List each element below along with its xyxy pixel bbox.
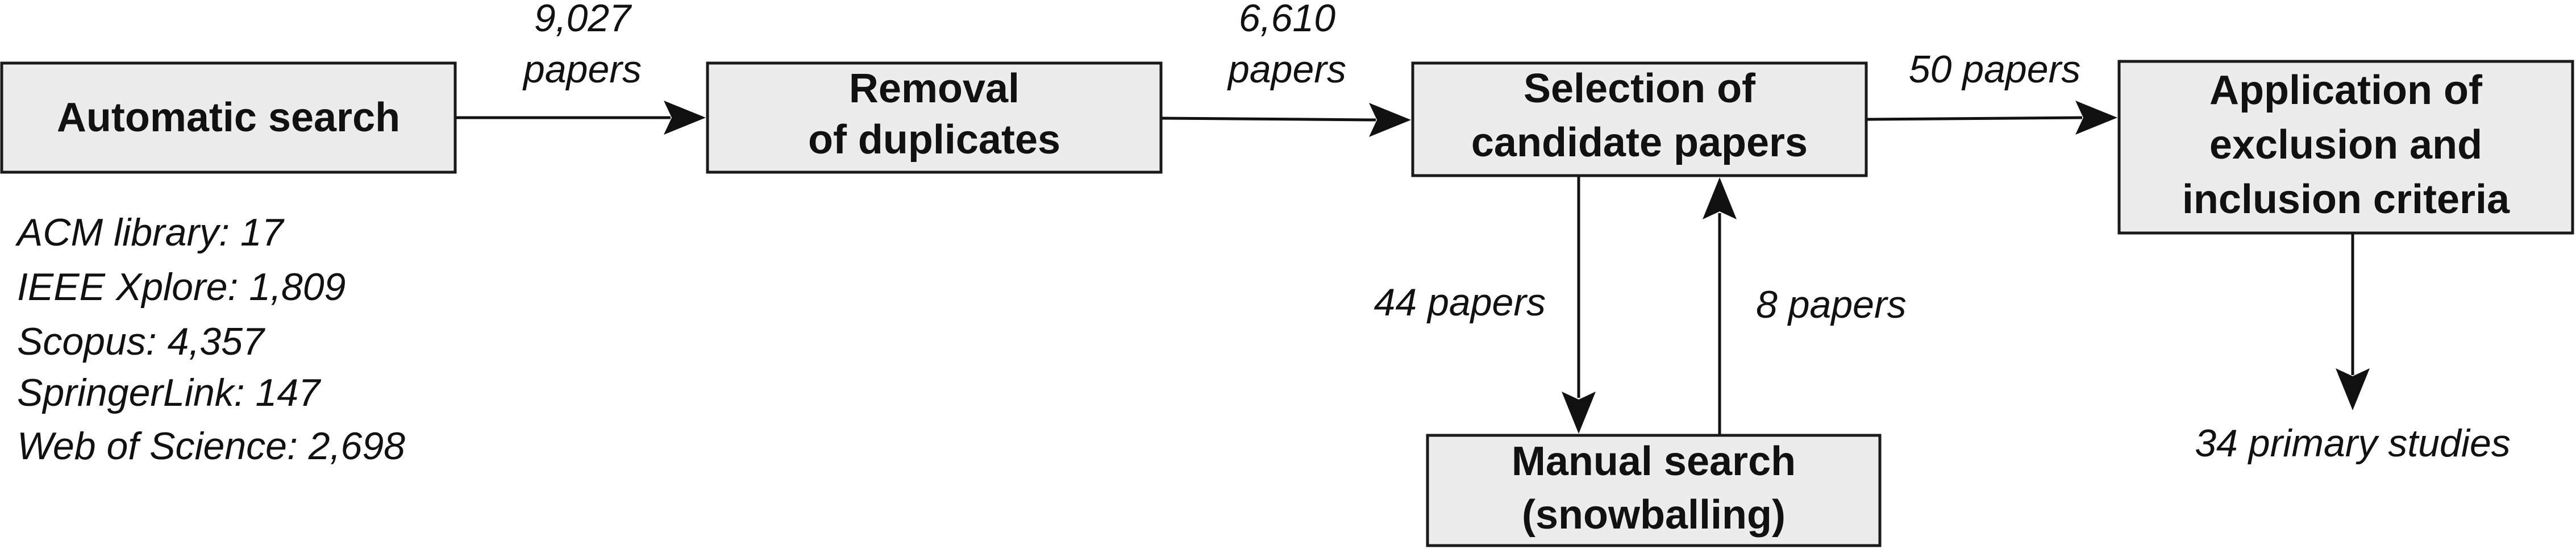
removal-duplicates-box: Removal of duplicates [706,61,1163,174]
edge-label-removal-to-selection-count: 6,610 [1239,0,1335,40]
arrow-removal-to-selection [1162,103,1411,137]
arrow-selection-to-application [1867,101,2117,135]
result-label-primary-studies: 34 primary studies [2195,422,2511,465]
arrow-auto-to-removal [456,101,706,135]
application-criteria-label-line2: exclusion and [2209,122,2482,168]
manual-search-label-line1: Manual search [1512,439,1796,484]
automatic-search-label: Automatic search [57,95,400,140]
removal-duplicates-label-line1: Removal [849,66,1019,111]
source-item-scopus: Scopus: 4,357 [17,320,265,363]
automatic-search-box: Automatic search [0,61,457,174]
application-criteria-label-line1: Application of [2209,68,2483,113]
arrow-selection-to-manual [1562,177,1596,434]
edge-label-manual-to-selection: 8 papers [1756,283,1907,326]
selection-candidates-box: Selection of candidate papers [1411,61,1868,177]
arrow-manual-to-selection [1703,177,1737,434]
source-item-acm: ACM library: 17 [15,211,285,254]
edge-label-auto-to-removal-unit: papers [522,48,642,91]
application-criteria-label-line3: inclusion criteria [2182,177,2510,222]
edge-label-auto-to-removal-count: 9,027 [534,0,632,40]
source-item-ieee: IEEE Xplore: 1,809 [17,265,346,309]
manual-search-box: Manual search (snowballing) [1426,434,1882,547]
selection-candidates-label-line1: Selection of [1524,66,1756,111]
application-criteria-box: Application of exclusion and inclusion c… [2117,60,2574,235]
removal-duplicates-label-line2: of duplicates [808,117,1060,163]
source-list: ACM library: 17 IEEE Xplore: 1,809 Scopu… [15,211,405,468]
arrow-application-to-result [2336,234,2370,410]
source-item-springerlink: SpringerLink: 147 [17,371,321,414]
edge-label-removal-to-selection-unit: papers [1227,48,1346,91]
edge-label-selection-to-manual: 44 papers [1374,281,1546,324]
selection-candidates-label-line2: candidate papers [1471,120,1808,165]
manual-search-label-line2: (snowballing) [1522,492,1786,538]
edge-label-selection-to-application: 50 papers [1909,48,2080,91]
source-item-web-of-science: Web of Science: 2,698 [17,425,405,468]
